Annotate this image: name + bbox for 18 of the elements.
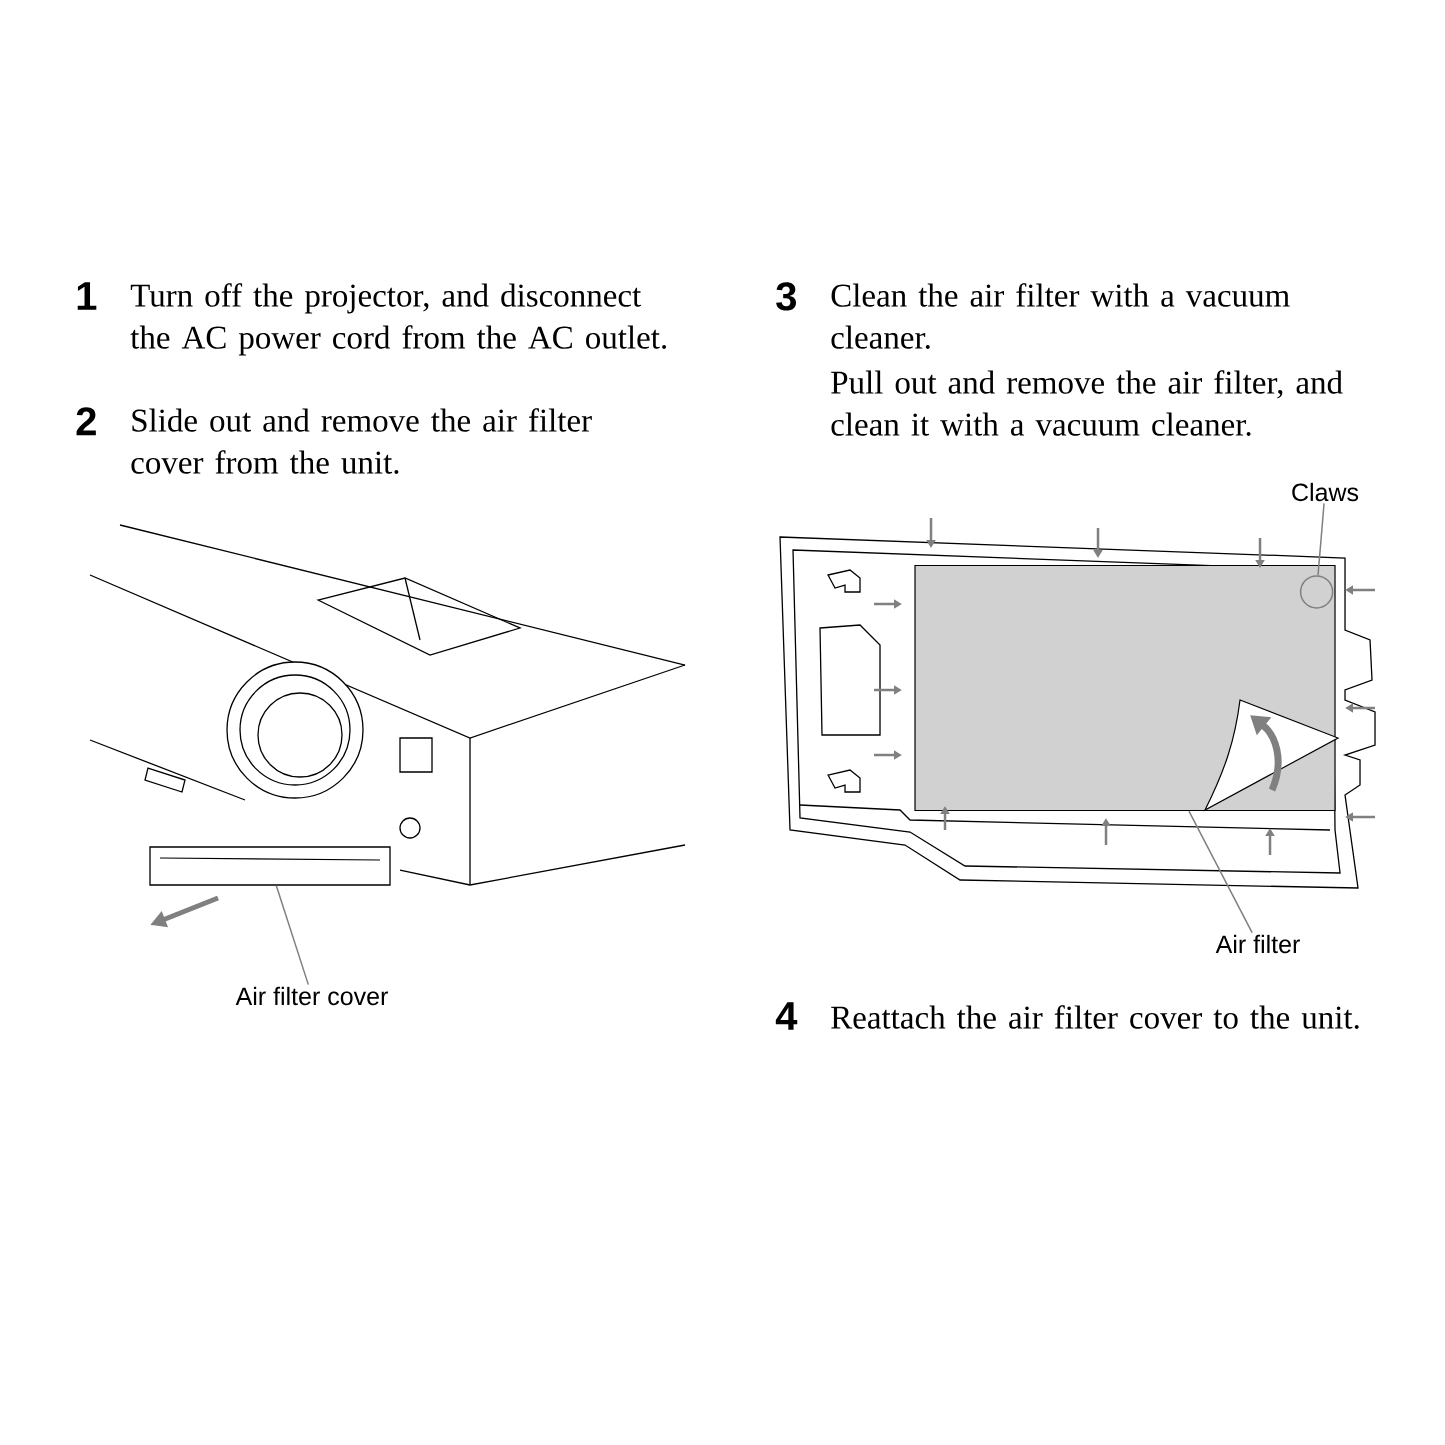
instruction-text: Clean the air filter with a vacuum cleaner. (831, 283, 1290, 349)
step-number: 4 (775, 1002, 798, 1030)
callout-label: Claws (1292, 482, 1359, 502)
claw-circle (1299, 575, 1334, 609)
step-number: 2 (76, 407, 96, 436)
callout-label: Air filter cover (235, 986, 388, 1006)
instruction-text: Slide out and remove the air filter cover from the unit. (131, 408, 592, 474)
step-number: 3 (776, 282, 796, 311)
leader-line (275, 884, 310, 986)
step-number: 1 (77, 282, 97, 310)
instruction-text: Pull out and remove the air filter, and clean it with a vacuum cleaner. (831, 370, 1343, 436)
filter-cover-drawing (149, 846, 391, 886)
air-filter-sheet (914, 564, 1336, 812)
leader-line (1317, 502, 1325, 576)
leader-line (1188, 810, 1253, 934)
instruction-text: Turn off the projector, and disconnect the AC power cord from the AC outlet. (130, 283, 666, 356)
callout-label: Air filter (1215, 934, 1300, 954)
instruction-text: Reattach the air filter cover to the unit. (831, 1005, 1359, 1029)
